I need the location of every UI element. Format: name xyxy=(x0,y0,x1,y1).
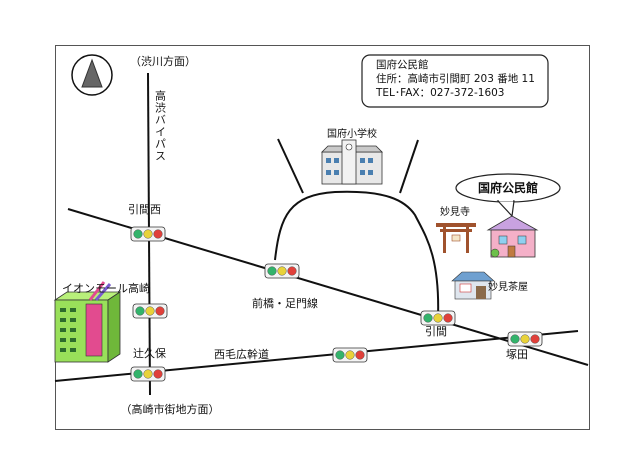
hikima-label: 引間 xyxy=(425,324,447,338)
tsukubo-label: 辻久保 xyxy=(133,346,166,360)
signal-hikimanishi-icon xyxy=(130,226,166,242)
north-arrow-icon xyxy=(71,54,113,96)
road-school-curve xyxy=(274,190,440,319)
map-frame xyxy=(55,45,590,430)
hall-callout: 国府公民館 xyxy=(455,173,561,218)
road-school-right xyxy=(399,139,419,194)
maebashi-ashikado-label: 前橋・足門線 xyxy=(252,296,318,310)
signal-hikima-icon xyxy=(420,310,456,326)
north-direction-label: （渋川方面） xyxy=(130,54,196,68)
aeon-mall-label: イオンモール高崎 xyxy=(62,281,150,295)
school-label: 国府小学校 xyxy=(327,127,377,140)
road-school-left xyxy=(277,138,304,194)
myoken-chaya-label: 妙見茶屋 xyxy=(488,280,528,293)
school-icon xyxy=(321,139,383,185)
signal-aeon-icon xyxy=(132,303,168,319)
tsukuda-label: 塚田 xyxy=(506,348,528,361)
temple-gate-icon xyxy=(436,223,476,253)
info-box: 国府公民館 住所：高崎市引間町 203 番地 11 TEL･FAX：027-37… xyxy=(361,54,549,108)
signal-nishi-kebiro-mid-icon xyxy=(332,347,368,363)
community-hall-icon xyxy=(486,215,539,258)
signal-tsukuda-icon xyxy=(507,331,543,347)
south-direction-label: （高崎市街地方面） xyxy=(121,402,220,416)
myokenji-label: 妙見寺 xyxy=(440,205,470,218)
nishi-kebiro-label: 西毛広幹道 xyxy=(214,347,269,361)
signal-tsukubo-icon xyxy=(130,366,166,382)
signal-maebashi-mid-icon xyxy=(264,263,300,279)
aeon-mall-icon xyxy=(53,281,122,363)
shop-icon xyxy=(451,271,495,300)
info-tel: TEL･FAX：027-372-1603 xyxy=(375,87,504,99)
info-address: 住所：高崎市引間町 203 番地 11 xyxy=(376,72,535,85)
hall-callout-label: 国府公民館 xyxy=(478,180,538,195)
bypass-label: 高渋バイパス xyxy=(154,89,167,162)
hikimanishi-label: 引間西 xyxy=(128,202,161,216)
info-name: 国府公民館 xyxy=(376,58,429,71)
